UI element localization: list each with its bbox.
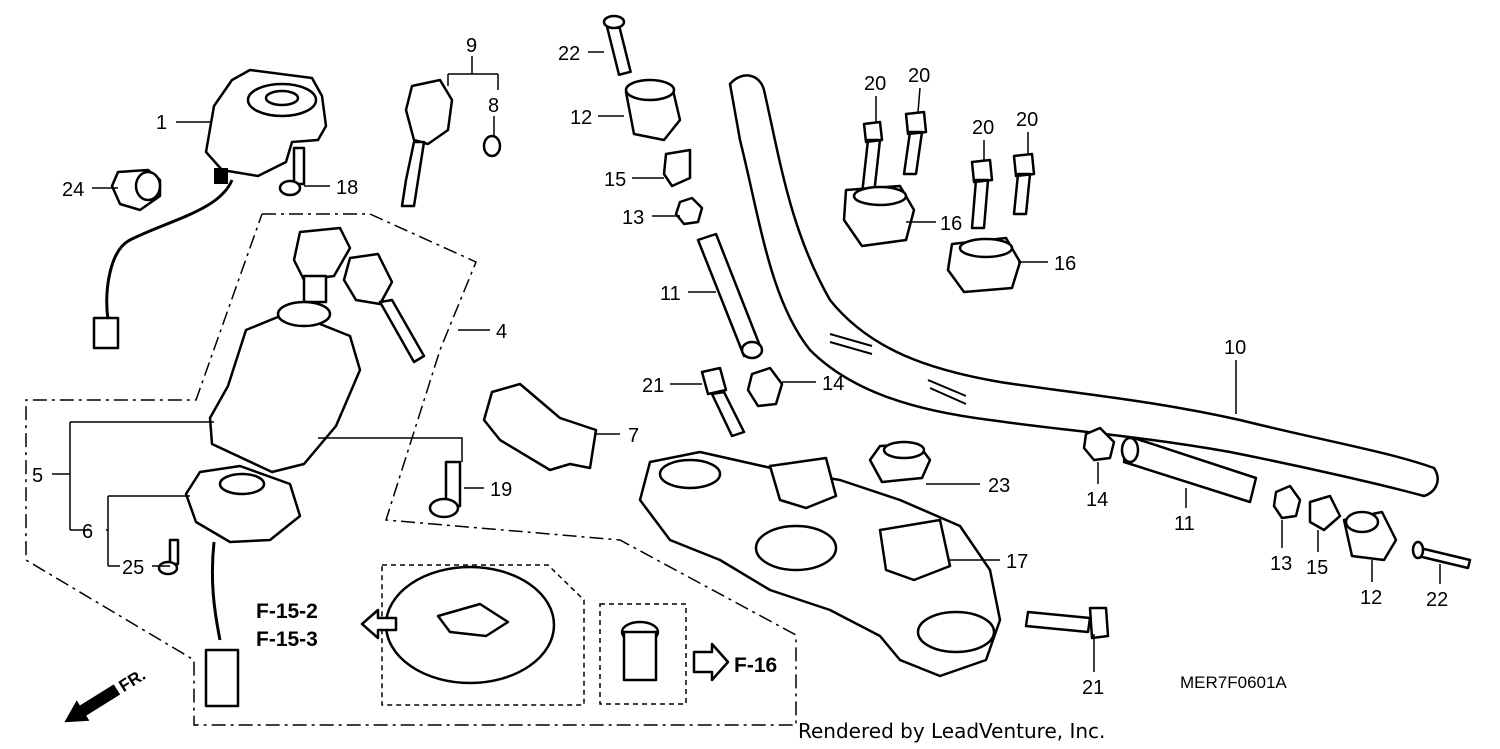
callout-12-top: 12 — [570, 107, 592, 129]
bolts-20-part — [860, 110, 1036, 230]
top-bridge-17-part — [638, 450, 1002, 678]
bar-end-weight-12-part — [624, 78, 682, 142]
callout-15-top: 15 — [604, 169, 626, 191]
callout-20-b: 20 — [908, 65, 930, 87]
callout-16-b: 16 — [1054, 253, 1076, 275]
fuel-cap-part — [384, 565, 556, 685]
callout-22-lower: 22 — [1426, 589, 1448, 611]
callout-16-a: 16 — [940, 213, 962, 235]
front-arrow-icon — [64, 684, 121, 723]
handlebar-part — [728, 74, 1439, 498]
callout-13-lower: 13 — [1270, 553, 1292, 575]
key-set-part — [208, 226, 426, 474]
callout-18: 18 — [336, 177, 358, 199]
washer-13-part — [674, 196, 704, 226]
callout-14-top: 14 — [822, 373, 844, 395]
washer-14-upper-part — [746, 366, 784, 408]
washer-14-lower-part — [1082, 426, 1116, 462]
ignition-switch-part — [92, 68, 328, 350]
leader-lines — [52, 51, 1441, 672]
wire-clamp-part — [110, 168, 162, 212]
screw-19-part — [428, 460, 462, 519]
switch-6-part — [184, 464, 302, 708]
callout-19: 19 — [490, 479, 512, 501]
callout-12-lower: 12 — [1360, 587, 1382, 609]
callout-8: 8 — [488, 95, 499, 117]
callout-21-top: 21 — [642, 375, 664, 397]
washer-13-lower-part — [1272, 484, 1302, 520]
callout-10: 10 — [1224, 337, 1246, 359]
bolt-21-upper-part — [700, 366, 746, 438]
seat-lock-part — [620, 620, 660, 682]
callout-25: 25 — [122, 557, 144, 579]
inner-weight-11-part — [696, 232, 764, 360]
callout-20-c: 20 — [972, 117, 994, 139]
inner-weight-11-lower-part — [1120, 436, 1258, 504]
callout-11-top: 11 — [660, 283, 681, 305]
screw-25-part — [157, 538, 180, 576]
fuel-cap-outline — [381, 564, 585, 706]
callout-5: 5 — [32, 465, 43, 487]
callout-20-a: 20 — [864, 73, 886, 95]
stem-nut-23-part — [868, 440, 932, 484]
reference-f-15-2[interactable]: F-15-2 — [256, 600, 318, 623]
callout-11-lower: 11 — [1174, 513, 1195, 535]
arrow-right-ref — [692, 642, 730, 682]
reference-f-15-3[interactable]: F-15-3 — [256, 628, 318, 651]
key-blank-part — [400, 78, 454, 208]
callout-9: 9 — [466, 35, 477, 57]
clip-15-lower-part — [1308, 494, 1342, 532]
bolt-21-lower-part — [1024, 606, 1110, 640]
callout-20-d: 20 — [1016, 109, 1038, 131]
front-direction-indicator: FR. — [64, 665, 149, 723]
bar-end-weight-12-lower-part — [1342, 510, 1398, 562]
key-chip-part — [482, 134, 502, 158]
callout-6: 6 — [82, 521, 93, 543]
callout-22-top: 22 — [558, 43, 580, 65]
callout-17: 17 — [1006, 551, 1028, 573]
bar-end-screw-22-part — [602, 14, 632, 76]
callout-23: 23 — [988, 475, 1010, 497]
callout-14-lower: 14 — [1086, 489, 1108, 511]
callout-7: 7 — [628, 425, 639, 447]
seat-lock-outline — [599, 603, 687, 705]
diagram-code: MER7F0601A — [1180, 673, 1287, 692]
callout-labels: 1 24 18 9 8 4 5 6 25 19 7 22 12 15 13 11… — [32, 35, 1448, 699]
callout-15-lower: 15 — [1306, 557, 1328, 579]
bar-end-screw-22-lower-part — [1411, 540, 1472, 570]
render-credit: Rendered by LeadVenture, Inc. — [798, 719, 1105, 743]
callout-1: 1 — [156, 112, 167, 134]
bar-holders-16-part — [842, 184, 1022, 294]
callout-21-lower: 21 — [1082, 677, 1104, 699]
front-direction-label: FR. — [116, 665, 149, 696]
assembly-outline-key-set — [25, 213, 797, 726]
bracket-7-part — [482, 382, 598, 472]
callout-24: 24 — [62, 179, 84, 201]
screw-18-part — [278, 146, 306, 197]
callout-4: 4 — [496, 321, 507, 343]
clip-15-part — [662, 148, 692, 188]
reference-f-16[interactable]: F-16 — [734, 654, 777, 677]
arrow-left-ref — [360, 608, 398, 640]
callout-13-top: 13 — [622, 207, 644, 229]
